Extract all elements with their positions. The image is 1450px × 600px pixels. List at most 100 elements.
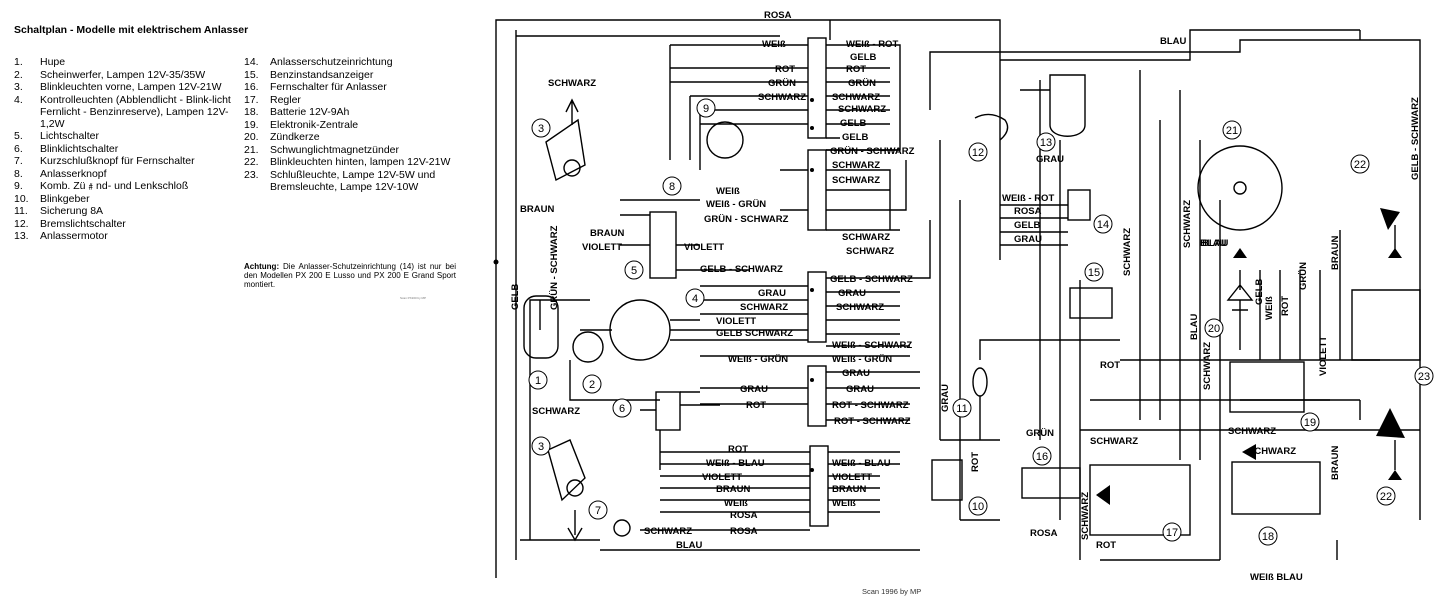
wire-label: BLAU (1160, 36, 1187, 47)
legend-item-number: 19. (244, 118, 259, 131)
connector-block-top (807, 37, 827, 139)
wire-label: VIOLETT (716, 316, 756, 327)
legend-item-number: 14. (244, 56, 259, 68)
svg-text:23: 23 (1418, 371, 1430, 383)
legend-item-number: 13. (14, 230, 29, 242)
wire-label: BRAUN (832, 484, 866, 495)
component-marker-8: 8 (662, 176, 682, 196)
regulator-17 (1089, 464, 1191, 536)
legend-item: 21.Schwunglichtmagnetzünder (244, 144, 456, 156)
component-marker-11: 11 (952, 398, 972, 418)
wire-label: WEIß - BLAU (706, 458, 765, 469)
brake-switch-12 (974, 113, 1009, 141)
svg-text:21: 21 (1226, 125, 1238, 137)
legend-item-text: Anlassermotor (40, 230, 108, 242)
wire-label: SCHWARZ (758, 92, 806, 103)
wire-label: VIOLETT (684, 242, 724, 253)
wire-label: WEIß (716, 186, 740, 197)
wire-left-frame (515, 30, 780, 560)
legend-item: 3.Blinkleuchten vorne, Lampen 12V-21W (14, 81, 242, 93)
solid-marks (493, 98, 1405, 505)
wire-label: ROSA (764, 10, 792, 21)
wire-label: GELB (840, 118, 867, 129)
legend-item-text: Zündkerze (270, 131, 320, 143)
svg-text:3: 3 (538, 441, 544, 453)
legend-item-number: 3. (14, 81, 23, 93)
wire-label: GELB (1014, 220, 1041, 231)
component-marker-20: 20 (1204, 318, 1224, 338)
wire-label: BRAUN (716, 484, 750, 495)
svg-text:9: 9 (703, 103, 709, 115)
ignition-lock-9 (706, 121, 744, 159)
wire-label: ROSA (1030, 528, 1058, 539)
connector-block-bottom (809, 445, 829, 527)
wire-label: ROT (775, 64, 795, 75)
legend-item: 9.Komb. Zü﹟nd- und Lenkschloß (14, 180, 242, 192)
legend-item-number: 4. (14, 93, 23, 106)
wire-schwarz-top (1000, 29, 1361, 61)
wire-left-frame-2 (529, 299, 560, 540)
scan-tiny-mark: Scan PX200 by MP (400, 296, 427, 300)
wire-label: BLAU (1202, 238, 1229, 249)
wire-label: ROT - SCHWARZ (832, 400, 909, 411)
wire-label: ROT (1280, 296, 1291, 316)
component-marker-13: 13 (1036, 132, 1056, 152)
wire-label: WEIß (832, 498, 856, 509)
svg-text:3: 3 (538, 123, 544, 135)
wire-label: WEIß - GRÜN (728, 354, 788, 365)
svg-text:10: 10 (972, 501, 984, 513)
legend-item-text: Anlasserschutzeinrichtung (270, 56, 393, 68)
flasher-10 (931, 459, 963, 501)
wire-label: SCHWARZ (1182, 200, 1193, 248)
legend-item: 1.Hupe (14, 56, 242, 68)
wire-label: GRAU (758, 288, 786, 299)
wire-label: WEIß (762, 39, 786, 50)
legend-item-text: Scheinwerfer, Lampen 12V-35/35W (40, 68, 206, 81)
legend-item-number: 18. (244, 106, 259, 118)
legend-item-number: 15. (244, 68, 259, 81)
component-marker-9: 9 (696, 98, 716, 118)
legend-item-number: 9. (14, 180, 23, 192)
wire-label: GRÜN - SCHWARZ (549, 225, 560, 310)
svg-text:2: 2 (589, 379, 595, 391)
wire-label: ROT - SCHWARZ (834, 416, 911, 427)
legend-item: 15.Benzinstandsanzeiger (244, 69, 456, 81)
kill-button-7 (613, 519, 631, 537)
wire-label: ROT (1100, 360, 1120, 371)
battery-18 (1231, 461, 1321, 515)
component-marker-21: 21 (1222, 120, 1242, 140)
component-marker-17: 17 (1162, 522, 1182, 542)
connector-block-4 (807, 365, 827, 427)
legend-item-text: Schwunglichtmagnetzünder (270, 143, 399, 156)
wire-label: WEIß - ROT (846, 39, 898, 50)
legend-item: 14. Anlasserschutzeinrichtung (244, 56, 456, 68)
component-marker-4: 4 (685, 288, 705, 308)
wire-label: GRÜN - SCHWARZ (830, 146, 915, 157)
notice-label: Achtung: (244, 262, 280, 271)
legend-item: 11.Sicherung 8A (14, 205, 242, 217)
legend-item: 23.Schlußleuchte, Lampe 12V-5W und Brems… (244, 169, 456, 193)
legend-item-number: 8. (14, 167, 23, 180)
legend-item: 18.Batterie 12V-9Ah (244, 106, 456, 118)
notice-text: Die Anlasser-Schutzeinrichtung (14) ist … (244, 262, 456, 289)
wire-label: GELB (850, 52, 877, 63)
instrument-cluster (609, 299, 671, 361)
wire-label: SCHWARZ (532, 406, 580, 417)
legend-item-number: 2. (14, 68, 23, 81)
legend-item: 8.Anlasserknopf (14, 168, 242, 180)
legend-item-text: Kontrolleuchten (Abblendlicht - Blink-li… (40, 93, 231, 130)
component-marker-6: 6 (612, 398, 632, 418)
legend-item-text: Bremslichtschalter (40, 217, 126, 230)
legend-item: 13. Anlassermotor (14, 230, 242, 242)
fuel-gauge-15 (1069, 287, 1113, 319)
svg-text:16: 16 (1036, 451, 1048, 463)
switch-box-6 (655, 391, 681, 431)
legend-item-number: 10. (14, 192, 29, 205)
wire-label: GRÜN (848, 78, 876, 89)
wire-label: SCHWARZ (1248, 446, 1296, 457)
svg-text:22: 22 (1354, 159, 1366, 171)
wire-label: BLAU (1200, 238, 1227, 249)
svg-text:7: 7 (595, 505, 601, 517)
legend-item-text: Hupe (40, 56, 66, 68)
